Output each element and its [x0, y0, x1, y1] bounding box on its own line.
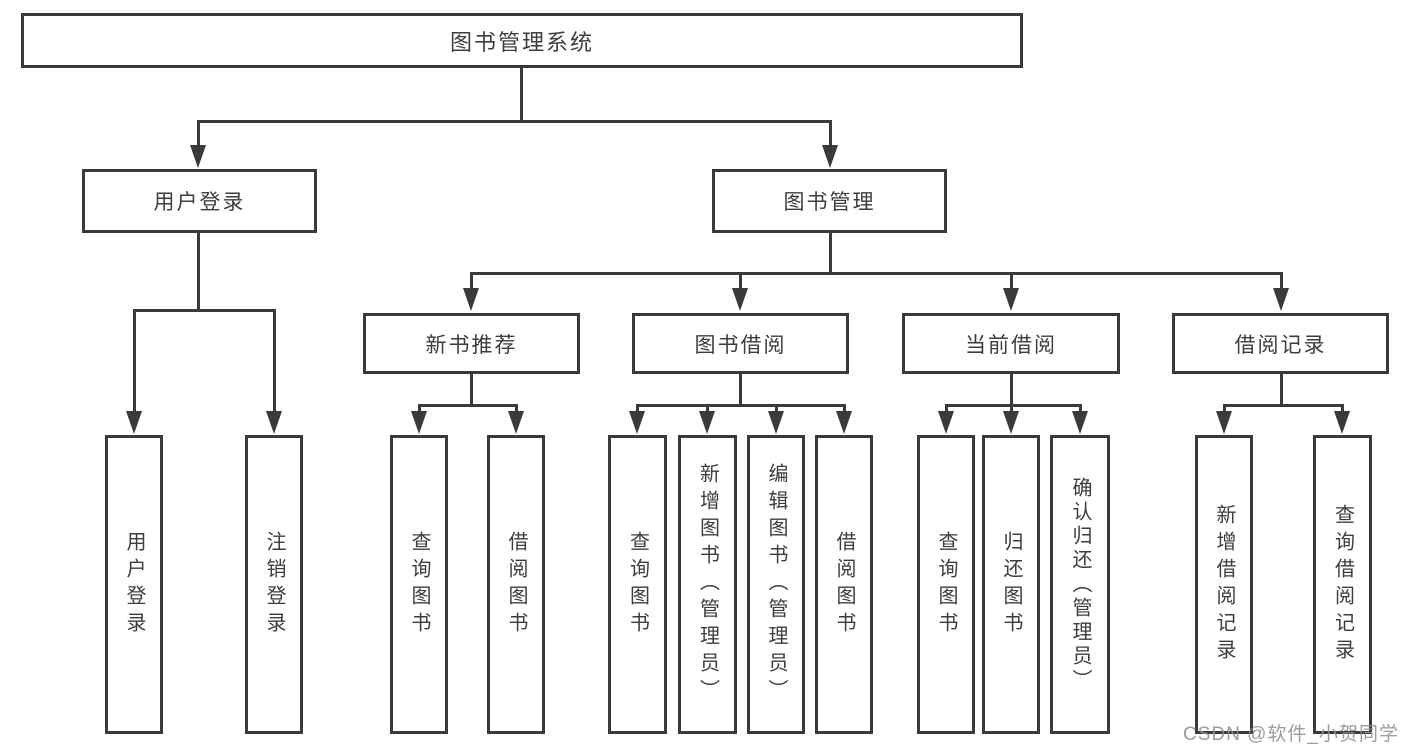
connector-drop — [829, 120, 832, 148]
connector-group-rail — [418, 404, 518, 407]
arrow-down-icon — [411, 411, 427, 434]
leaf-label: 新增借阅记录 — [1213, 503, 1235, 666]
connector-book-mgmt-stem — [829, 231, 832, 274]
leaf-label: 编辑图书（管理员） — [765, 463, 787, 706]
connector-group-stem — [1010, 372, 1013, 407]
leaf-label: 查询借阅记录 — [1331, 503, 1354, 666]
connector-drop — [1223, 404, 1226, 414]
connector-group-rail — [1223, 404, 1344, 407]
arrow-down-icon — [266, 411, 282, 434]
arrow-down-icon — [732, 288, 748, 311]
leaf-recommend-query-books: 查询图书 — [390, 435, 448, 734]
connector-drop — [843, 404, 846, 414]
node-new-book-recommend: 新书推荐 — [363, 313, 580, 374]
connector-root-stem — [520, 66, 523, 122]
node-borrow-records-label: 借阅记录 — [1234, 333, 1327, 357]
leaf-query-borrow-record: 查询借阅记录 — [1313, 435, 1372, 734]
arrow-down-icon — [1003, 288, 1019, 311]
node-borrow-records: 借阅记录 — [1172, 313, 1389, 374]
leaf-label: 查询图书 — [408, 530, 430, 639]
leaf-label: 归还图书 — [1000, 530, 1022, 639]
connector-drop — [1280, 272, 1283, 292]
node-root-system: 图书管理系统 — [21, 13, 1023, 68]
connector-drop — [1341, 404, 1344, 414]
leaf-borrow-query-books: 查询图书 — [608, 435, 667, 734]
connector-group-rail — [636, 404, 846, 407]
leaf-recommend-borrow-books: 借阅图书 — [487, 435, 545, 734]
connector-drop — [418, 404, 421, 414]
connector-level2-rail — [197, 120, 832, 123]
connector-drop — [1010, 404, 1013, 414]
connector-drop — [470, 272, 473, 292]
connector-group-stem — [470, 372, 473, 407]
arrow-down-icon — [1334, 411, 1350, 434]
arrow-down-icon — [629, 411, 645, 434]
leaf-logout: 注销登录 — [245, 435, 303, 734]
leaf-label: 借阅图书 — [505, 530, 527, 639]
node-current-borrow-label: 当前借阅 — [965, 333, 1057, 357]
leaf-return-books: 归还图书 — [982, 435, 1040, 734]
arrow-down-icon — [126, 411, 142, 434]
node-root-label: 图书管理系统 — [449, 29, 594, 55]
leaf-label: 用户登录 — [123, 530, 145, 639]
connector-group-stem — [1280, 372, 1283, 407]
node-new-book-recommend-label: 新书推荐 — [425, 333, 518, 357]
csdn-watermark: CSDN @软件_小贺同学 — [1183, 719, 1399, 746]
arrow-down-icon — [1273, 288, 1289, 311]
node-book-management: 图书管理 — [712, 169, 947, 233]
connector-drop — [706, 404, 709, 414]
arrow-down-icon — [190, 145, 206, 168]
leaf-label: 确认归还（管理员） — [1069, 476, 1091, 693]
arrow-down-icon — [1003, 411, 1019, 434]
node-user-login-label: 用户登录 — [153, 191, 246, 214]
connector-drop — [739, 272, 742, 292]
arrow-down-icon — [1072, 411, 1088, 434]
arrow-down-icon — [699, 411, 715, 434]
csdn-watermark-text: CSDN @软件_小贺同学 — [1183, 724, 1399, 745]
connector-drop — [1079, 404, 1082, 414]
leaf-label: 新增图书（管理员） — [696, 463, 719, 706]
leaf-label: 注销登录 — [263, 530, 285, 639]
connector-drop — [945, 404, 948, 414]
leaf-borrow-books: 借阅图书 — [815, 435, 873, 734]
arrow-down-icon — [938, 411, 954, 434]
node-user-login: 用户登录 — [82, 169, 317, 233]
connector-drop — [273, 309, 276, 413]
node-book-borrow-label: 图书借阅 — [694, 333, 787, 357]
connector-user-login-rail — [133, 309, 276, 312]
connector-drop — [636, 404, 639, 414]
leaf-label: 查询图书 — [626, 530, 649, 639]
connector-drop — [515, 404, 518, 414]
leaf-confirm-return-admin: 确认归还（管理员） — [1050, 435, 1110, 734]
connector-drop — [197, 120, 200, 148]
node-current-borrow: 当前借阅 — [902, 313, 1120, 374]
arrow-down-icon — [1216, 411, 1232, 434]
leaf-user-login: 用户登录 — [105, 435, 163, 734]
arrow-down-icon — [508, 411, 524, 434]
leaf-edit-books-admin: 编辑图书（管理员） — [747, 435, 805, 734]
connector-group-stem — [739, 372, 742, 407]
connector-drop — [133, 309, 136, 413]
arrow-down-icon — [768, 411, 784, 434]
leaf-label: 查询图书 — [935, 530, 957, 639]
leaf-add-books-admin: 新增图书（管理员） — [678, 435, 737, 734]
connector-group-rail — [945, 404, 1082, 407]
connector-drop — [775, 404, 778, 414]
leaf-label: 借阅图书 — [833, 530, 855, 639]
leaf-add-borrow-record: 新增借阅记录 — [1195, 435, 1253, 734]
leaf-current-query-books: 查询图书 — [917, 435, 975, 734]
connector-user-login-stem — [197, 231, 200, 311]
connector-drop — [1010, 272, 1013, 292]
connector-level3-rail — [470, 272, 1282, 275]
node-book-borrow: 图书借阅 — [632, 313, 849, 374]
arrow-down-icon — [463, 288, 479, 311]
node-book-management-label: 图书管理 — [783, 191, 876, 214]
arrow-down-icon — [822, 145, 838, 168]
arrow-down-icon — [836, 411, 852, 434]
